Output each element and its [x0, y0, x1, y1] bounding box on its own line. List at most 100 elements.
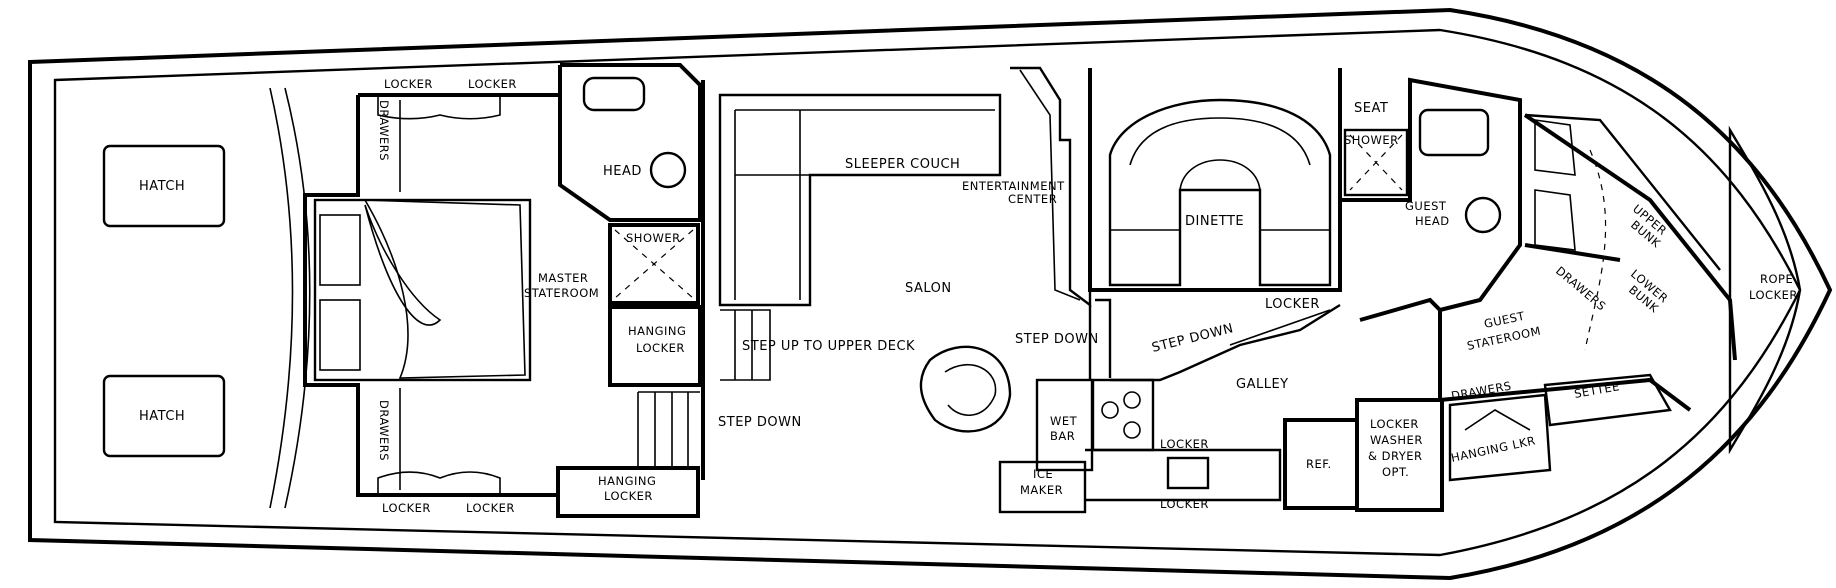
swivel-chair[interactable]	[919, 345, 1012, 433]
label-step-down-1: STEP DOWN	[718, 415, 802, 430]
sleeper-couch-seams	[734, 109, 995, 300]
label-ref: REF.	[1306, 457, 1332, 471]
label-guest-head-2: HEAD	[1415, 214, 1450, 228]
head-wall	[558, 63, 702, 222]
label-locker-galley-1: LOCKER	[1160, 437, 1209, 451]
label-shower-master: SHOWER	[626, 231, 681, 245]
label-head: HEAD	[603, 164, 642, 179]
label-locker-top-2: LOCKER	[468, 77, 517, 91]
label-locker-top-1: LOCKER	[384, 77, 433, 91]
locker-top-shape	[377, 97, 501, 120]
guest-hanging-locker[interactable]	[1448, 393, 1552, 482]
washer-dryer-locker[interactable]	[1355, 398, 1444, 512]
burner-3	[1123, 421, 1141, 439]
guest-shower-x	[1349, 134, 1403, 191]
ice-maker[interactable]	[998, 460, 1087, 514]
hanging-lkr-rod	[1464, 409, 1531, 431]
label-locker-bottom-1: LOCKER	[382, 501, 431, 515]
label-entertainment-2: CENTER	[1008, 192, 1057, 206]
label-step-down-2: STEP DOWN	[1015, 332, 1099, 347]
dinette-wall	[1088, 68, 1342, 292]
label-sleeper-couch: SLEEPER COUCH	[845, 157, 960, 172]
label-master-stateroom-2: STATEROOM	[524, 286, 599, 300]
label-entertainment-1: ENTERTAINMENT	[962, 179, 1065, 193]
dinette-bench-inner	[1129, 117, 1311, 191]
toilet[interactable]	[649, 151, 687, 189]
master-bed-sheet	[364, 204, 442, 326]
label-drawers-bottom: DRAWERS	[377, 400, 391, 461]
label-wet-bar-1: WET	[1050, 414, 1078, 428]
label-dinette: DINETTE	[1185, 214, 1244, 229]
label-shower-guest: SHOWER	[1344, 133, 1399, 147]
dinette-bench[interactable]	[1108, 98, 1332, 287]
hatch-1[interactable]	[102, 144, 226, 228]
hanging-locker-1[interactable]	[608, 305, 702, 387]
stern-curve-1	[269, 87, 294, 509]
label-master-stateroom-1: MASTER	[538, 271, 588, 285]
bunk-dash	[1584, 149, 1607, 351]
burner-2	[1123, 391, 1141, 409]
label-washer-4: OPT.	[1382, 465, 1409, 479]
guest-stateroom-wall	[1438, 113, 1737, 412]
rope-locker[interactable]	[1728, 125, 1802, 455]
bunk-pillows	[1534, 119, 1576, 251]
label-locker-bottom-2: LOCKER	[466, 501, 515, 515]
label-galley: GALLEY	[1236, 377, 1289, 392]
hanging-locker-2[interactable]	[556, 466, 700, 518]
master-bed-blanket	[364, 199, 526, 379]
upper-bunk[interactable]	[1524, 113, 1721, 271]
label-hanging-locker-1b: LOCKER	[636, 341, 685, 355]
label-step-down-3: STEP DOWN	[1150, 321, 1235, 356]
label-salon: SALON	[905, 281, 952, 296]
entertainment-center-edge	[1019, 69, 1081, 301]
label-locker-galley-2: LOCKER	[1160, 497, 1209, 511]
label-seat: SEAT	[1354, 101, 1388, 116]
galley-step-line	[1229, 309, 1331, 346]
galley-counter	[1085, 448, 1282, 502]
sleeper-couch[interactable]	[718, 93, 1002, 307]
guest-shower[interactable]	[1343, 128, 1409, 197]
label-guest-stateroom-2: STATEROOM	[1466, 324, 1542, 353]
burner-1	[1101, 401, 1119, 419]
master-stateroom-wall	[303, 93, 562, 497]
label-rope-locker-2: LOCKER	[1749, 288, 1798, 302]
stove[interactable]	[1091, 378, 1155, 452]
guest-sink[interactable]	[1418, 108, 1490, 157]
stern-curve-2	[284, 87, 311, 509]
master-shower[interactable]	[608, 223, 700, 305]
locker-bottom-shape	[377, 471, 501, 493]
master-bed[interactable]	[313, 198, 532, 382]
guest-toilet[interactable]	[1464, 196, 1502, 234]
settee[interactable]	[1543, 373, 1672, 427]
label-drawers-top: DRAWERS	[377, 100, 391, 161]
hull-outline	[28, 7, 1833, 581]
galley-sink[interactable]	[1166, 456, 1210, 490]
label-drawers-guest-2: DRAWERS	[1553, 264, 1609, 314]
label-hanging-locker-1a: HANGING	[628, 324, 686, 338]
pillow-1	[319, 214, 361, 286]
label-step-up: STEP UP TO UPPER DECK	[742, 339, 915, 354]
label-washer-2: WASHER	[1370, 433, 1423, 447]
stairs-step-down	[637, 391, 700, 470]
label-wet-bar-2: BAR	[1050, 429, 1075, 443]
swivel-chair-seat	[944, 363, 997, 417]
label-hanging-locker-2a: HANGING	[598, 474, 656, 488]
label-hanging-lkr: HANGING LKR	[1450, 433, 1537, 465]
label-locker-dinette: LOCKER	[1265, 297, 1320, 312]
label-washer-3: & DRYER	[1368, 449, 1423, 463]
guest-head-wall	[1338, 68, 1522, 322]
label-hanging-locker-2b: LOCKER	[604, 489, 653, 503]
label-hatch-1: HATCH	[139, 179, 185, 194]
pillow-2	[319, 299, 361, 371]
entertainment-center[interactable]	[1010, 66, 1092, 308]
master-shower-x	[614, 229, 694, 299]
head-sink[interactable]	[582, 76, 646, 112]
label-hatch-2: HATCH	[139, 409, 185, 424]
step-up-steps	[720, 309, 771, 381]
label-guest-head-1: GUEST	[1405, 199, 1447, 213]
label-ice-maker-2: MAKER	[1020, 483, 1063, 497]
label-washer-1: LOCKER	[1370, 417, 1419, 431]
label-rope-locker-1: ROPE	[1760, 272, 1793, 286]
hatch-2[interactable]	[102, 374, 226, 458]
